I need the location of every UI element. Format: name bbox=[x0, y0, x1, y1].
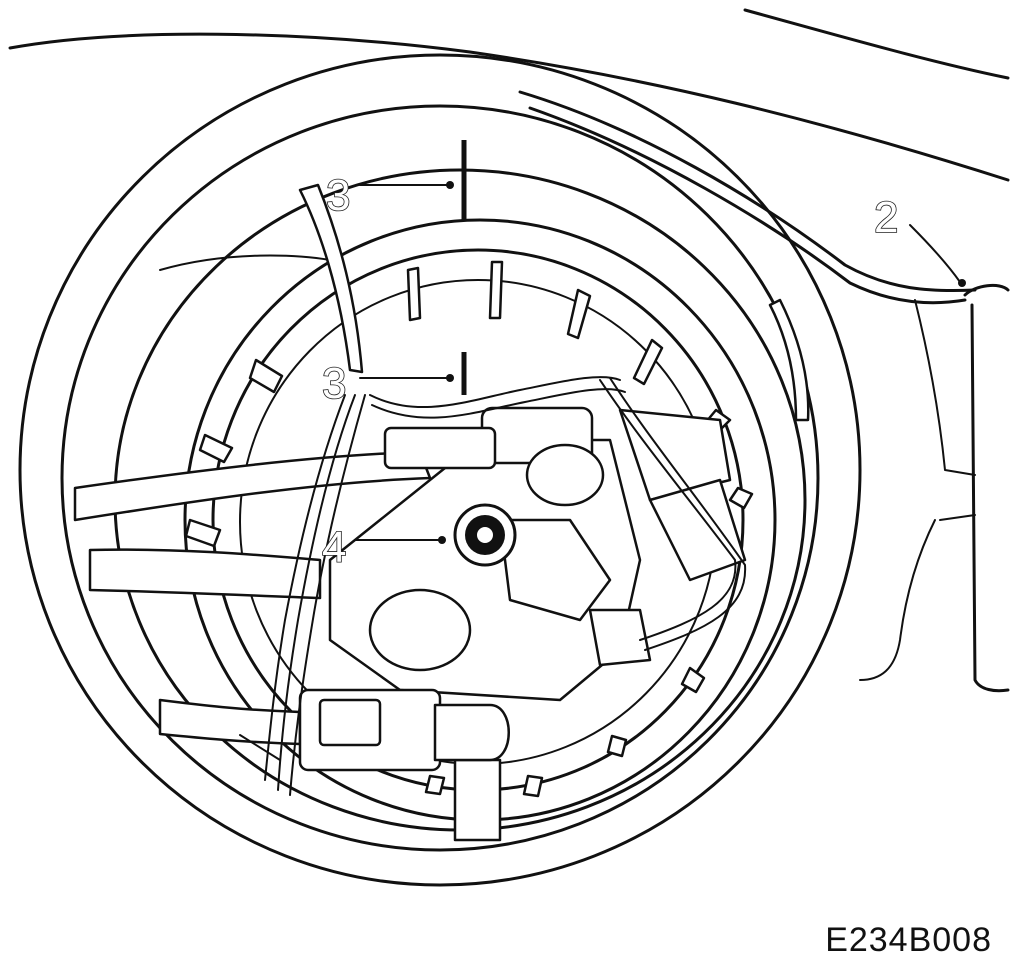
wiring-harness bbox=[239, 376, 747, 796]
callout-3-upper: 3 bbox=[326, 171, 350, 220]
callout-2: 2 bbox=[874, 193, 898, 242]
fuel-lines bbox=[73, 183, 810, 842]
retaining-ring-tabs bbox=[184, 260, 754, 798]
figure-code: E234B008 bbox=[825, 921, 992, 959]
callout-4: 4 bbox=[322, 523, 346, 572]
body-panel bbox=[8, 8, 1010, 693]
leader-lines bbox=[354, 140, 966, 544]
pump-nut bbox=[453, 503, 517, 567]
callout-3-lower: 3 bbox=[322, 359, 346, 408]
